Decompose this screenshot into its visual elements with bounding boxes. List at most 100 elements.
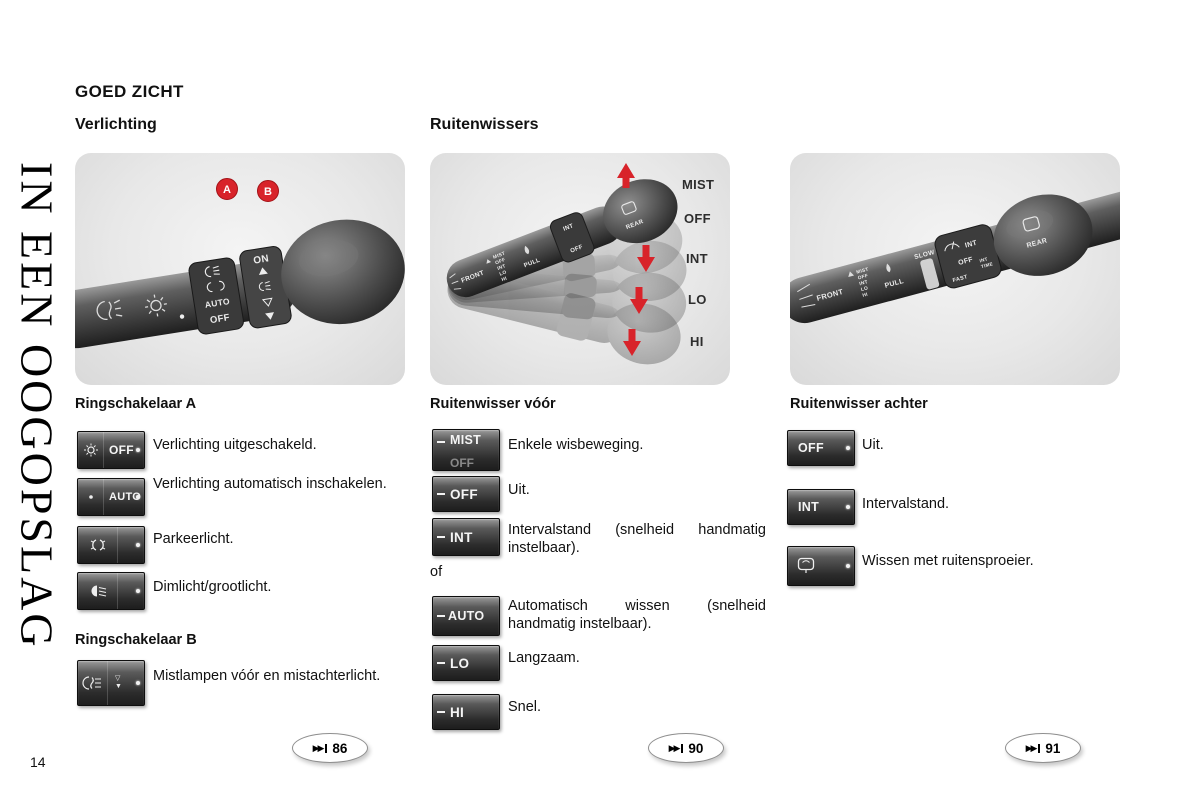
- svg-text:LO: LO: [499, 269, 508, 277]
- ring-a-off-label: OFF: [209, 312, 230, 326]
- up-triangle-icon: [258, 267, 268, 276]
- tile-label: MIST: [450, 433, 482, 447]
- indicator-dot: [136, 681, 140, 685]
- indicator-dot: [136, 448, 140, 452]
- item-text: Enkele wisbeweging.: [508, 437, 644, 453]
- indicator-dot: [846, 505, 850, 509]
- mini-position-column: MIST OFF INT LO HI: [856, 267, 870, 299]
- svg-text:MIST: MIST: [682, 177, 714, 192]
- item-text: Verlichting automatisch inschakelen.: [153, 476, 387, 492]
- pull-label: PULL: [523, 258, 541, 270]
- tile-label: HI: [450, 704, 465, 720]
- front-wiper-stalk-illustration: FRONT MIST OFF INT LO HI PULL INT OFF RE…: [440, 163, 714, 372]
- position-tick: [437, 441, 445, 443]
- rear-wiper-stalk: FRONT MIST OFF INT LO HI PULL SLOW INT O…: [790, 190, 1120, 324]
- lighting-stalk-illustration: AUTO OFF ON: [75, 178, 405, 349]
- fast-label: FAST: [952, 274, 969, 284]
- or-label: of: [430, 564, 443, 580]
- low-beam-icon: [204, 265, 220, 278]
- column-title-lighting: Verlichting: [75, 116, 157, 133]
- wiper-lo-position-icon: LO: [432, 645, 500, 681]
- item-text: Langzaam.: [508, 650, 580, 666]
- position-tick: [437, 615, 445, 617]
- beam-lines-icon: [797, 283, 816, 308]
- wiper-int-position-icon: INT: [432, 518, 500, 556]
- svg-text:HI: HI: [862, 292, 869, 299]
- indicator-dot: [846, 446, 850, 450]
- wiper-off-position-icon: OFF: [432, 476, 500, 512]
- highlight-band: [920, 258, 940, 290]
- svg-text:MIST: MIST: [492, 251, 506, 261]
- page-title: GOED ZICHT: [75, 82, 184, 101]
- up-arrow-icon: [617, 163, 635, 188]
- svg-text:OFF: OFF: [684, 211, 711, 226]
- ring-switch-b: ON: [239, 246, 292, 329]
- svg-text:HI: HI: [501, 276, 509, 284]
- fog-light-switch-icon: ▽▼: [77, 660, 145, 706]
- item-text: Intervalstand.: [862, 496, 950, 512]
- down-arrow-icon: [630, 287, 648, 314]
- light-auto-switch-icon: AUTO: [77, 478, 145, 516]
- wiper-position-labels: MIST OFF INT LO HI: [682, 177, 714, 349]
- fog-beam-icon: [258, 280, 271, 291]
- parking-light-icon: [78, 527, 118, 563]
- wiper-hi-position-icon: HI: [432, 694, 500, 730]
- stalk-knob: [281, 219, 405, 325]
- tile-label: OFF: [798, 441, 824, 455]
- next-page-icon: ▶▶: [669, 743, 684, 754]
- page-reference-number: 86: [332, 740, 348, 756]
- low-beam-switch-icon: [77, 572, 145, 610]
- parking-light-switch-icon: [77, 526, 145, 564]
- int-time-label: INT: [979, 256, 988, 263]
- page-reference-number: 91: [1045, 740, 1061, 756]
- tile-label: AUTO: [448, 609, 485, 623]
- item-text: Snel.: [508, 699, 542, 715]
- index-dot: [179, 314, 185, 319]
- section-title-ring-b: Ringschakelaar B: [75, 632, 197, 648]
- position-dot-icon: [78, 479, 104, 515]
- position-tick: [437, 493, 445, 495]
- wiper-stalk-positions: FRONT MIST OFF INT LO HI PULL INT OFF RE…: [440, 179, 689, 372]
- badge-b: B: [257, 180, 279, 202]
- item-text: Intervalstand (snelheid handmatig instel…: [508, 522, 766, 556]
- down-triangle-icon: [265, 312, 274, 320]
- position-tick: [437, 662, 445, 664]
- badge-b-label: B: [264, 186, 272, 198]
- lighting-stalk: AUTO OFF ON: [75, 219, 405, 349]
- item-text: Uit.: [508, 482, 530, 498]
- rear-window-icon: [621, 201, 637, 215]
- column-title-wipers: Ruitenwissers: [430, 116, 539, 133]
- svg-text:TIME: TIME: [980, 261, 993, 269]
- stalk-knob: [603, 179, 678, 244]
- fog-light-icon: [96, 299, 123, 320]
- svg-text:OFF: OFF: [857, 273, 869, 282]
- page-reference-lighting: ▶▶ 86: [292, 733, 368, 763]
- rear-ring-switch: INT OFF INT TIME FAST: [934, 224, 1002, 289]
- page-number: 14: [30, 754, 46, 770]
- rear-wiper-int-icon: INT: [787, 489, 855, 525]
- wiper-mist-position-icon: MIST OFF: [432, 429, 500, 471]
- tile-label: OFF: [450, 486, 478, 502]
- light-off-switch-icon: OFF: [77, 431, 145, 469]
- direction-arrows: [617, 163, 655, 356]
- ring-off-label: OFF: [958, 256, 975, 267]
- switch-position-marks: ▽▼: [115, 675, 122, 690]
- ring-int-label: INT: [964, 240, 978, 250]
- tile-label: AUTO: [109, 491, 142, 503]
- indicator-dot: [136, 543, 140, 547]
- item-text: Parkeerlicht.: [153, 531, 234, 547]
- item-text: Wissen met ruitensproeier.: [862, 553, 1034, 569]
- washer-droplet-icon: [886, 263, 891, 273]
- washer-droplet-icon: [524, 245, 530, 255]
- section-title-front-wiper: Ruitenwisser vóór: [430, 396, 556, 412]
- svg-text:LO: LO: [860, 285, 869, 293]
- svg-text:INT: INT: [859, 279, 869, 287]
- svg-text:INT: INT: [497, 263, 507, 272]
- stalk-knob: [993, 194, 1093, 276]
- item-text: Automatisch wissen (snelheid handmatig i…: [508, 598, 766, 632]
- ring-off-label: OFF: [570, 244, 584, 254]
- rear-wiper-stalk-illustration: FRONT MIST OFF INT LO HI PULL SLOW INT O…: [790, 190, 1120, 324]
- front-wiper-stalk-photo: FRONT MIST OFF INT LO HI PULL INT OFF RE…: [430, 153, 730, 385]
- next-page-icon: ▶▶: [1026, 743, 1041, 754]
- tile-label: LO: [450, 655, 470, 671]
